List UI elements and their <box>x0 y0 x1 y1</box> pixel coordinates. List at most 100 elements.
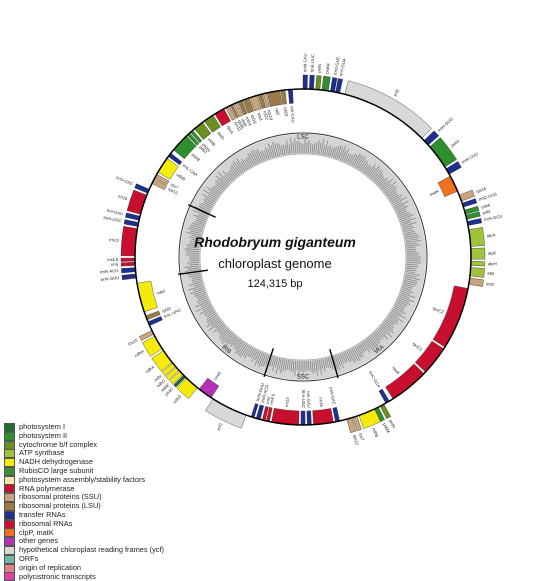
gene-label: trnA-UGC <box>301 390 306 408</box>
gene-label: petN <box>316 64 322 73</box>
gene-trni-gau <box>125 213 140 221</box>
region-lsc-label: LSC <box>297 135 309 141</box>
gene-label: ndhD <box>172 394 182 405</box>
gene-psbm <box>322 76 330 91</box>
gene-trnc-gca <box>379 389 390 403</box>
region-ssc-label: SSC <box>297 375 310 381</box>
legend-label: hypothetical chloroplast reading frames … <box>19 546 164 555</box>
gene-trni-cau <box>288 89 293 103</box>
gene-label: rpoB <box>391 365 401 375</box>
gene-trna-ugc <box>301 411 305 425</box>
gene-label: trnV-GAC <box>115 175 133 187</box>
legend-swatch <box>4 423 15 432</box>
gene-label: atpA <box>486 232 495 238</box>
gene-label: trnA-UGC <box>103 215 122 223</box>
legend-swatch <box>4 458 15 467</box>
gene-label: trnV-GAC <box>328 387 337 406</box>
legend-item: hypothetical chloroplast reading frames … <box>4 546 234 555</box>
legend-swatch <box>4 502 15 511</box>
gene-label: matK <box>429 188 440 197</box>
genome-length: 124,315 bp <box>175 278 375 290</box>
gene-trnr-acg <box>121 268 135 273</box>
legend-swatch <box>4 467 15 476</box>
gene-atpi <box>470 268 485 278</box>
gene-rpl23 <box>281 90 287 104</box>
gene-label: rps12 <box>352 434 360 446</box>
gene-label: rrn4.5 <box>107 257 119 262</box>
genome-subtitle: chloroplast genome <box>175 256 375 271</box>
legend-swatch <box>4 476 15 485</box>
gene-label: psbA <box>450 138 461 148</box>
gene-label: trnE-UUC <box>309 54 315 72</box>
species-name: Rhodobryum giganteum <box>175 234 375 250</box>
gene-label: rrn16 <box>117 193 128 201</box>
gene-trns-gcu <box>467 218 482 225</box>
gene-trna-ugc <box>124 220 139 227</box>
gene-label: ndhF <box>156 288 167 295</box>
gene-label: rrn23 <box>109 237 120 243</box>
gene-rpob <box>386 364 424 399</box>
legend-swatch <box>4 441 15 450</box>
legend-swatch <box>4 528 15 537</box>
gene-label: psbI <box>482 209 491 216</box>
gene-label: rpoA <box>226 125 235 135</box>
gc-bar <box>297 361 298 371</box>
legend-swatch <box>4 493 15 502</box>
gc-bar <box>297 141 298 153</box>
gene-label: atpH <box>488 261 497 266</box>
gene-trne-uuc <box>309 75 314 89</box>
gene-trnm-cau <box>303 75 308 89</box>
gene-rrn4-5 <box>121 258 135 262</box>
gene-label: rps16 <box>475 186 487 195</box>
legend-swatch <box>4 449 15 458</box>
gene-label: ndhH <box>134 349 145 358</box>
gene-label: petD <box>216 130 225 140</box>
gene-label: atpI <box>487 270 494 276</box>
gene-label: rrn16 <box>318 397 324 408</box>
gene-label: rps15 <box>127 337 139 346</box>
gene-label: ndhB <box>371 427 379 438</box>
gene-trnn-guu <box>122 274 136 280</box>
gene-trni-gau <box>307 411 312 425</box>
gene-rrn5 <box>121 262 135 266</box>
gene-ycf2 <box>345 81 432 138</box>
legend-swatch <box>4 484 15 493</box>
legend-swatch <box>4 432 15 441</box>
gene-label: trnI-CAU <box>290 106 296 123</box>
legend-swatch <box>4 546 15 555</box>
gene-label: trnR-ACG <box>100 268 119 274</box>
legend-item: polycistronic transcripts <box>4 573 234 581</box>
gene-label: trnS-GCU <box>484 214 503 223</box>
legend-swatch <box>4 572 15 581</box>
gene-label: psbB <box>191 152 202 162</box>
legend-swatch <box>4 520 15 529</box>
gene-label: trnH-GUG <box>437 116 454 132</box>
gene-label: ccsA <box>213 370 222 380</box>
legend-label: polycistronic transcripts <box>19 573 96 581</box>
gene-label: ndhA <box>144 364 155 374</box>
gene-petn <box>316 76 322 90</box>
gene-label: rpl2 <box>274 108 280 116</box>
legend-swatch <box>4 511 15 520</box>
gene-label: trnC-GCA <box>368 370 382 389</box>
gene-label: rps2 <box>486 281 495 287</box>
gene-label: ndhB <box>175 172 186 182</box>
legend-swatch <box>4 564 15 573</box>
gene-label: trnN-GUU <box>100 275 119 282</box>
gene-label: ycf2 <box>392 88 400 98</box>
legend-swatch <box>4 555 15 564</box>
gene-label: atpF <box>488 250 497 255</box>
gene-label: trnK-UUU <box>461 151 479 165</box>
gene-rps2 <box>469 278 484 287</box>
gene-label: psbM <box>324 63 330 74</box>
gene-label: rpoC2 <box>432 306 445 315</box>
gene-label: trnM-CAU <box>302 53 307 72</box>
gene-label: rpoC1 <box>411 341 424 352</box>
gene-atpf <box>471 248 485 259</box>
gene-atph <box>471 261 485 266</box>
gene-label: trnQ-UUG <box>478 191 497 202</box>
gene-label: rrn23 <box>284 396 290 407</box>
legend-swatch <box>4 537 15 546</box>
gene-label: rrn5 <box>111 262 119 267</box>
